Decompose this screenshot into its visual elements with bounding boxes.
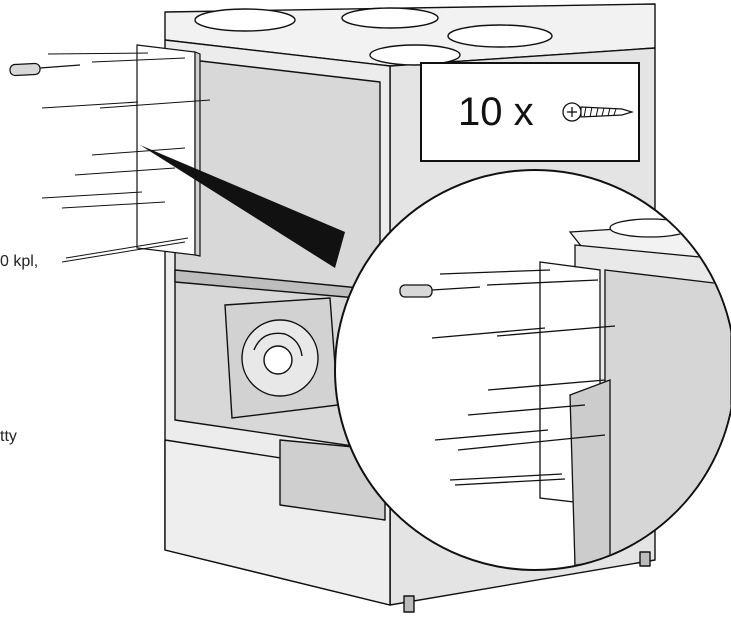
detail-screwdriver-handle xyxy=(399,284,433,298)
cropped-text-fragment: 0 kpl, xyxy=(0,253,39,270)
screw-line-8 xyxy=(61,201,166,209)
detail-screw-line-5 xyxy=(487,379,606,391)
screwdriver-icon xyxy=(9,62,81,77)
detail-screw-line-9 xyxy=(449,473,563,481)
screw-line-9 xyxy=(61,241,186,263)
detail-screw-line-6 xyxy=(467,404,586,416)
detail-screw-line-7 xyxy=(434,429,549,441)
duct-collar-4 xyxy=(369,44,461,66)
screwdriver-shaft xyxy=(39,64,81,69)
screw-guides xyxy=(41,52,211,263)
detail-screw-line-4 xyxy=(496,325,616,337)
detail-duct-collar xyxy=(609,218,691,238)
screw-line-7 xyxy=(41,191,143,199)
detail-magnifier xyxy=(334,169,731,571)
fan-hub xyxy=(263,345,293,375)
fan-assembly xyxy=(224,297,339,419)
screw-line-3 xyxy=(41,101,139,109)
detail-interior xyxy=(604,269,731,561)
fan-blade xyxy=(253,332,303,357)
detail-screw-line-8 xyxy=(457,434,606,451)
screw-count-label: 10 x xyxy=(458,90,534,134)
screw-line-4 xyxy=(99,99,211,109)
detail-screwdriver-icon xyxy=(399,284,481,298)
side-panel-edge xyxy=(194,51,201,257)
detail-screwdriver-shaft xyxy=(431,286,481,291)
leg-front xyxy=(403,595,415,613)
screw-line-1 xyxy=(47,52,149,55)
duct-collar-1 xyxy=(194,8,296,32)
detail-screw-line-3 xyxy=(431,327,546,339)
detail-screw-line-1 xyxy=(439,269,551,275)
detail-screw-line-10 xyxy=(454,478,566,486)
screw-count-callout: 10 x xyxy=(420,62,640,162)
screw-icon xyxy=(562,102,634,122)
screw-line-5 xyxy=(91,147,186,156)
side-panel xyxy=(136,44,196,256)
detail-screw-line-2 xyxy=(486,279,599,286)
screw-line-6 xyxy=(74,167,176,176)
magnifier-wedge xyxy=(140,145,345,268)
duct-collar-2 xyxy=(341,7,439,29)
screwdriver-handle xyxy=(9,62,41,77)
duct-collars xyxy=(194,7,553,66)
duct-collar-3 xyxy=(447,24,553,48)
detail-bracket xyxy=(569,379,611,566)
cropped-text-fragment: tty xyxy=(0,428,17,445)
screw-line-2 xyxy=(91,57,186,63)
screw-line-10 xyxy=(65,237,189,259)
leg-right xyxy=(639,551,651,567)
